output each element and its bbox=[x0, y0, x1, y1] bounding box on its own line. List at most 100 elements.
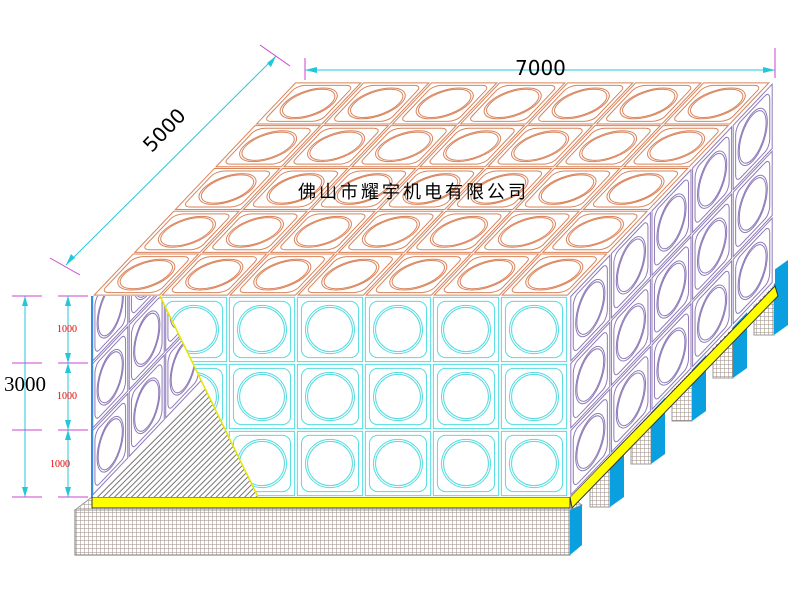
panel-frame bbox=[433, 431, 498, 495]
panel-frame bbox=[501, 297, 566, 361]
panel-frame bbox=[393, 83, 497, 124]
tier-3-label: 1000 bbox=[50, 459, 70, 470]
panel-frame bbox=[379, 168, 483, 209]
panel-dome-inner bbox=[178, 260, 250, 288]
side-panel bbox=[611, 347, 650, 452]
front-panel bbox=[297, 431, 362, 495]
panel-rib bbox=[131, 361, 162, 450]
panel-rib bbox=[441, 257, 532, 293]
panel-rib bbox=[736, 225, 770, 317]
panel-rib bbox=[437, 301, 494, 357]
side-panel bbox=[693, 261, 732, 366]
front-panel bbox=[365, 364, 430, 428]
panel-dome bbox=[270, 88, 348, 119]
top-panel bbox=[366, 254, 470, 295]
panel-frame bbox=[433, 364, 498, 428]
panel-dome-inner bbox=[308, 374, 353, 418]
panel-rib bbox=[509, 257, 600, 293]
panel-frame bbox=[366, 254, 470, 295]
panel-frame bbox=[693, 261, 732, 366]
panel-dome-inner bbox=[219, 218, 291, 246]
panel-frame bbox=[515, 168, 619, 209]
panel-rib bbox=[131, 294, 162, 383]
panel-rib bbox=[505, 435, 562, 491]
panel-rib bbox=[101, 257, 192, 293]
panel-rib bbox=[331, 85, 422, 121]
top-panel bbox=[243, 168, 347, 209]
panel-dome-inner bbox=[273, 89, 345, 117]
panel-dome-inner bbox=[699, 277, 726, 349]
panel-rib bbox=[736, 158, 770, 250]
front-panel bbox=[433, 431, 498, 495]
interior-panel bbox=[93, 394, 128, 495]
panel-dome bbox=[616, 360, 645, 439]
panel-frame bbox=[501, 431, 566, 495]
front-panel bbox=[229, 297, 294, 361]
panel-dome bbox=[238, 372, 287, 420]
panel-dome bbox=[510, 305, 559, 353]
panel-dome bbox=[97, 339, 123, 415]
panel-rib bbox=[573, 262, 607, 354]
panel-frame bbox=[652, 237, 691, 342]
top-panel bbox=[284, 126, 388, 167]
panel-dome bbox=[738, 164, 767, 243]
panel-rib bbox=[141, 214, 232, 250]
panel-dome-inner bbox=[396, 175, 468, 203]
panel-frame bbox=[571, 322, 610, 427]
panel-dome bbox=[97, 406, 123, 482]
panel-dome-inner bbox=[512, 441, 557, 485]
top-panel bbox=[407, 211, 511, 252]
panel-dome-inner bbox=[512, 374, 557, 418]
panel-dome-inner bbox=[98, 342, 122, 412]
top-panel bbox=[461, 83, 565, 124]
panel-frame bbox=[297, 297, 362, 361]
ext-line bbox=[49, 257, 81, 276]
panel-rib bbox=[399, 85, 490, 121]
front-panel bbox=[501, 364, 566, 428]
panel-frame bbox=[216, 126, 320, 167]
top-panel bbox=[203, 211, 307, 252]
panel-dome bbox=[134, 301, 160, 377]
top-panel bbox=[488, 126, 592, 167]
top-panel bbox=[94, 254, 198, 295]
top-panel bbox=[665, 83, 769, 124]
top-panel bbox=[352, 126, 456, 167]
front-panel bbox=[501, 297, 566, 361]
panel-frame bbox=[571, 255, 610, 360]
side-panel bbox=[611, 280, 650, 385]
panel-dome bbox=[379, 259, 457, 290]
panel-dome-inner bbox=[287, 218, 359, 246]
panel-rib bbox=[263, 85, 354, 121]
panel-rib bbox=[369, 435, 426, 491]
panel-dome-inner bbox=[308, 307, 353, 351]
panel-dome bbox=[306, 305, 355, 353]
panel-rib bbox=[695, 201, 729, 293]
panel-dome bbox=[510, 372, 559, 420]
panel-rib bbox=[169, 257, 260, 293]
panel-frame bbox=[203, 211, 307, 252]
panel-frame bbox=[434, 254, 538, 295]
top-panel bbox=[216, 126, 320, 167]
panel-dome bbox=[576, 269, 605, 348]
panel-frame bbox=[652, 170, 691, 275]
panel-dome-inner bbox=[314, 260, 386, 288]
panel-dome bbox=[474, 88, 552, 119]
panel-dome-inner bbox=[444, 441, 489, 485]
panel-dome bbox=[657, 183, 686, 262]
panel-dome-inner bbox=[355, 218, 427, 246]
panel-frame bbox=[284, 126, 388, 167]
panel-rib bbox=[454, 171, 545, 207]
panel-dome-inner bbox=[308, 441, 353, 485]
panel-dome-inner bbox=[681, 89, 753, 117]
interior-panel bbox=[129, 355, 164, 456]
panel-frame bbox=[461, 83, 565, 124]
panel-dome bbox=[738, 231, 767, 310]
panel-rib bbox=[233, 301, 290, 357]
panel-dome bbox=[657, 317, 686, 396]
side-panel bbox=[733, 84, 772, 189]
panel-rib bbox=[369, 368, 426, 424]
panel-dome-inner bbox=[341, 89, 413, 117]
panel-frame bbox=[693, 194, 732, 299]
panel-dome bbox=[576, 403, 605, 482]
